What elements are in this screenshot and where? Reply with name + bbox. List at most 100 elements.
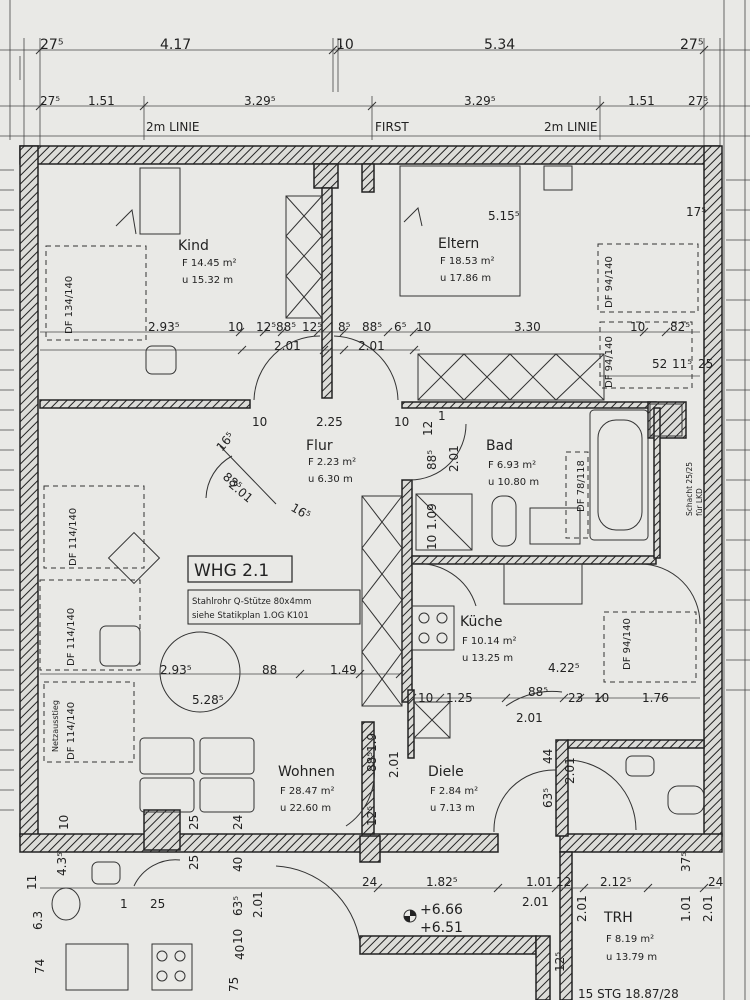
room-perimeter: u 13.79 m [606, 952, 657, 963]
room-name: Küche [460, 614, 503, 630]
dimension-label: 2.01 [251, 891, 265, 918]
top-dims-row2: 27⁵ 1.51 3.29⁵ 3.29⁵ 1.51 27⁵ [40, 94, 708, 108]
room-perimeter: u 10.80 m [488, 477, 539, 488]
dimension-label: 6.3 [31, 911, 45, 930]
room-name: Diele [428, 764, 464, 780]
dimension-label: 1.49 [330, 663, 357, 677]
top-dim: 4.17 [160, 37, 191, 53]
dimension-label: 1.09 [425, 503, 439, 530]
shaft-label: für LKD [695, 488, 704, 516]
room-area: F 6.93 m² [488, 460, 536, 471]
dimension-label: 40 [233, 945, 247, 960]
top-dims-row1: 27⁵ 4.17 10 5.34 27⁵ [40, 37, 703, 53]
dimension-label: 88⁵ [365, 752, 379, 772]
dimension-label: 5.15⁵ [488, 209, 520, 223]
unit-title: WHG 2.1 [187, 555, 293, 583]
column-note-line: siehe Statikplan 1.OG K101 [192, 611, 309, 621]
dimension-label: 4.22⁵ [548, 661, 580, 675]
kind-furniture [45, 167, 181, 375]
window-label: DF 94/140 [622, 618, 633, 670]
dims-bottom: 24 1.82⁵ 1.01 12 2.12⁵ 24 37⁵ 2.01 2.01 … [362, 852, 723, 972]
dims-left-bottom: 10 25 25 24 40 63⁵ 2.01 40 75 10 4.3⁵ 6.… [25, 815, 679, 1000]
level-mark: +6.66 [420, 902, 463, 918]
dims-kind-eltern-row: 2.93⁵ 10 12⁵ 88⁵ 12⁵ 8⁵ 88⁵ 6⁵ 10 3.30 1… [148, 205, 713, 371]
window-labels: DF 134/140 DF 94/140 DF 94/140 DF 78/118… [51, 256, 704, 760]
dimension-label: 1.9 [365, 733, 379, 752]
dimension-label: 1 [438, 409, 446, 423]
dimension-label: 25 [150, 897, 165, 911]
room-area: F 10.14 m² [462, 636, 517, 647]
dimension-label: 24 [708, 875, 723, 889]
room-name: Kind [178, 238, 209, 254]
dimension-label: 3.30 [514, 320, 541, 334]
room-perimeter: u 22.60 m [280, 803, 331, 814]
room-perimeter: u 6.30 m [308, 474, 353, 485]
dimension-label: 6⁵ [394, 320, 407, 334]
level-mark: +6.51 [420, 920, 463, 936]
top-dim: 5.34 [484, 37, 515, 53]
top-dim: 1.51 [628, 94, 655, 108]
dimension-label: 2.01 [701, 895, 715, 922]
dimension-label: 12⁵ [365, 806, 379, 826]
dimension-label: 1.01 [679, 895, 693, 922]
eltern-furniture [399, 165, 699, 389]
dims-diele: 1.9 12⁵ 88⁵ 2.01 44 63⁵ 2.01 [365, 733, 577, 826]
dimension-label: 10 [231, 929, 245, 944]
wardrobe-elements [285, 195, 605, 707]
room-trh: TRH F 8.19 m² u 13.79 m [603, 910, 657, 963]
window-label: DF 78/118 [576, 460, 587, 512]
room-area: F 2.84 m² [430, 786, 478, 797]
dimension-label: 25 [698, 357, 713, 371]
dimension-label: 2.25 [316, 415, 343, 429]
room-perimeter: u 17.86 m [440, 273, 491, 284]
dimension-label: 2.93⁵ [160, 663, 192, 677]
dimension-label: 88 [262, 663, 277, 677]
dimension-label: 10 [594, 691, 609, 705]
bad-fixtures [415, 403, 683, 551]
axis-label: 2m LINIE [146, 120, 199, 134]
dimension-label: 11⁵ [672, 357, 692, 371]
room-area: F 28.47 m² [280, 786, 335, 797]
dims-living-kitchen: 4.22⁵ 2.93⁵ 88 1.49 5.28⁵ 10 1.25 88⁵ 23… [160, 661, 669, 725]
room-diele: Diele F 2.84 m² u 7.13 m [428, 764, 478, 814]
room-bad: Bad F 6.93 m² u 10.80 m [486, 438, 539, 488]
dimension-label: 82⁵ [670, 320, 690, 334]
room-area: F 2.23 m² [308, 457, 356, 468]
dimension-label: 2.93⁵ [148, 320, 180, 334]
room-name: Flur [306, 438, 333, 454]
dimension-label: 10 [416, 320, 431, 334]
room-kueche: Küche F 10.14 m² u 13.25 m [460, 614, 517, 664]
dimension-label: 1.76 [642, 691, 669, 705]
dimension-label: 2.01 [563, 757, 577, 784]
dimension-label: 2.01 [575, 895, 589, 922]
dimension-label: 88⁵ [425, 450, 439, 470]
dimension-label: 2.01 [274, 339, 301, 353]
dimension-label: 75 [227, 977, 241, 992]
dimension-label: 25 [187, 855, 201, 870]
dimension-label: 10 [252, 415, 267, 429]
top-dim: 10 [336, 37, 354, 53]
room-name: TRH [603, 910, 633, 926]
dimension-label: 25 [187, 815, 201, 830]
unit-title-text: WHG 2.1 [194, 561, 269, 581]
dimension-label: 1.25 [446, 691, 473, 705]
room-perimeter: u 15.32 m [182, 275, 233, 286]
dimension-label: 2.01 [358, 339, 385, 353]
room-area: F 18.53 m² [440, 256, 495, 267]
top-dim: 27⁵ [40, 37, 63, 53]
dimension-label: 2.12⁵ [600, 875, 632, 889]
top-dim: 3.29⁵ [464, 94, 496, 108]
dimension-label: 2.01 [447, 445, 461, 472]
room-area: F 14.45 m² [182, 258, 237, 269]
dimension-label: 52 [652, 357, 667, 371]
room-area: F 8.19 m² [606, 934, 654, 945]
window-label: DF 114/140 [66, 608, 77, 666]
dimension-label: 12 [421, 421, 435, 436]
dimension-label: 24 [231, 815, 245, 830]
column-note-line: Stahlrohr Q-Stütze 80x4mm [192, 597, 311, 607]
dimension-label: 5.28⁵ [192, 693, 224, 707]
dimension-label: 74 [33, 959, 47, 974]
interior-dimension-lines [40, 327, 720, 893]
dimension-label: 63⁵ [541, 788, 555, 808]
